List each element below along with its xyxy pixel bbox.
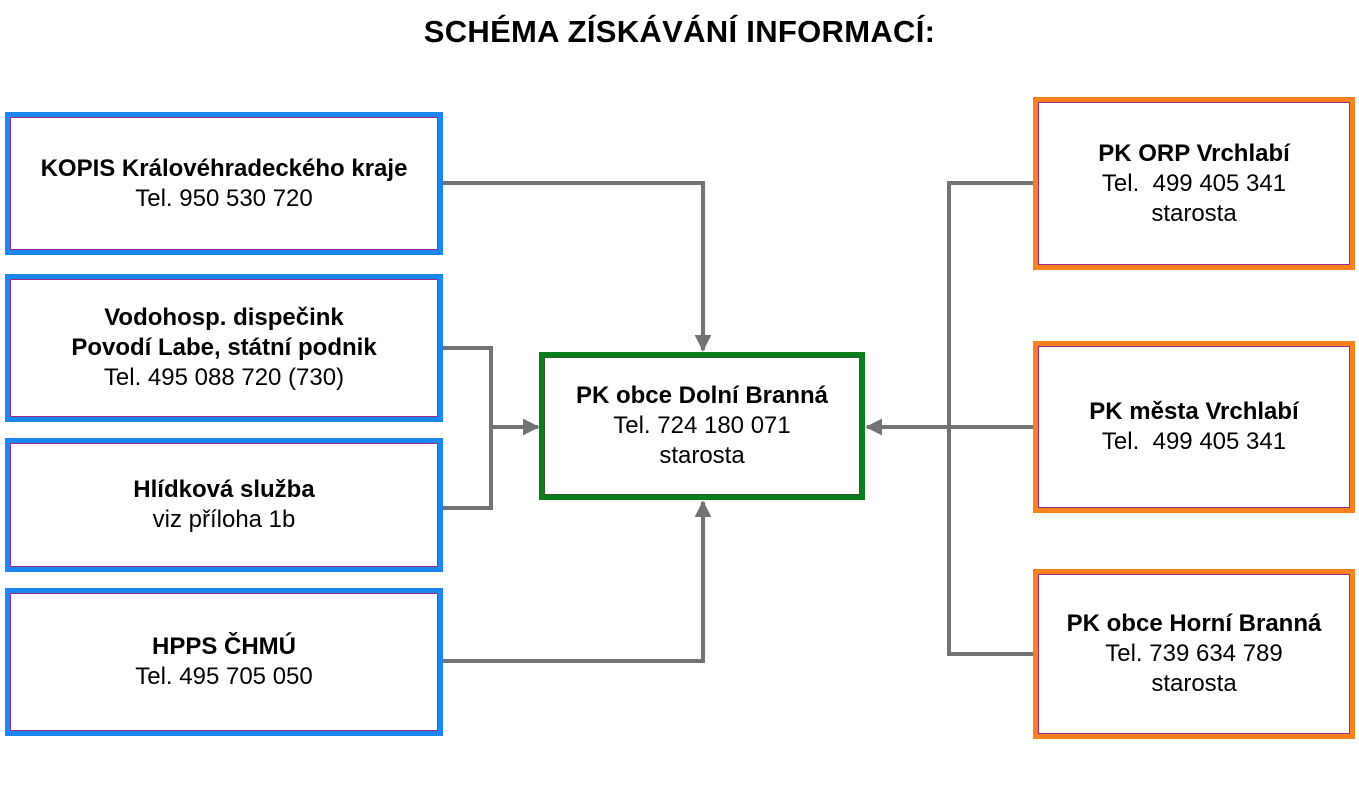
node-mesto-phone: Tel. 499 405 341 (1101, 428, 1287, 455)
connector-kopis-to-center (443, 181, 712, 352)
node-horni-branna: PK obce Horní Branná Tel. 739 634 789 st… (1033, 569, 1355, 739)
node-mesto-vrchlabi: PK města Vrchlabí Tel. 499 405 341 (1033, 341, 1355, 513)
node-kopis-name: KOPIS Královéhradeckého kraje (40, 154, 408, 182)
node-mesto-name: PK města Vrchlabí (1089, 398, 1299, 425)
node-hlidkova-note: viz příloha 1b (152, 506, 296, 533)
connector-vodohosp (443, 346, 493, 510)
node-kopis: KOPIS Královéhradeckého kraje Tel. 950 5… (5, 112, 443, 255)
node-vodohosp-name-line2: Povodí Labe, státní podnik (71, 334, 377, 361)
node-center-phone: Tel. 724 180 071 (613, 412, 791, 439)
node-hpps-name: HPPS ČHMÚ (151, 633, 296, 660)
node-hlidkova-name: Hlídková služba (133, 476, 315, 503)
node-orp-vrchlabi: PK ORP Vrchlabí Tel. 499 405 341 starost… (1033, 97, 1355, 270)
diagram-title: SCHÉMA ZÍSKÁVÁNÍ INFORMACÍ: (423, 14, 936, 49)
node-center-name: PK obce Dolní Branná (575, 382, 829, 409)
node-orp-name: PK ORP Vrchlabí (1098, 139, 1290, 167)
node-center-dolni-branna: PK obce Dolní Branná Tel. 724 180 071 st… (539, 352, 865, 500)
node-vodohosp-name-line1: Vodohosp. dispečink (104, 304, 344, 331)
node-vodohosp: Vodohosp. dispečink Povodí Labe, státní … (5, 274, 443, 422)
node-horni-role: starosta (1151, 670, 1237, 697)
node-vodohosp-phone: Tel. 495 088 720 (730) (103, 364, 345, 391)
node-hlidkova: Hlídková služba viz příloha 1b (5, 438, 443, 572)
node-hpps-phone: Tel. 495 705 050 (135, 663, 313, 690)
node-center-role: starosta (659, 442, 745, 469)
node-orp-phone: Tel. 499 405 341 (1101, 169, 1287, 197)
connector-hpps-to-center (443, 500, 712, 663)
node-horni-phone: Tel. 739 634 789 (1105, 640, 1283, 667)
node-orp-role: starosta (1151, 199, 1237, 227)
node-hpps: HPPS ČHMÚ Tel. 495 705 050 (5, 588, 443, 736)
connector-right-bus (947, 181, 1036, 656)
node-kopis-phone: Tel. 950 530 720 (135, 184, 313, 212)
node-horni-name: PK obce Horní Branná (1066, 610, 1322, 637)
